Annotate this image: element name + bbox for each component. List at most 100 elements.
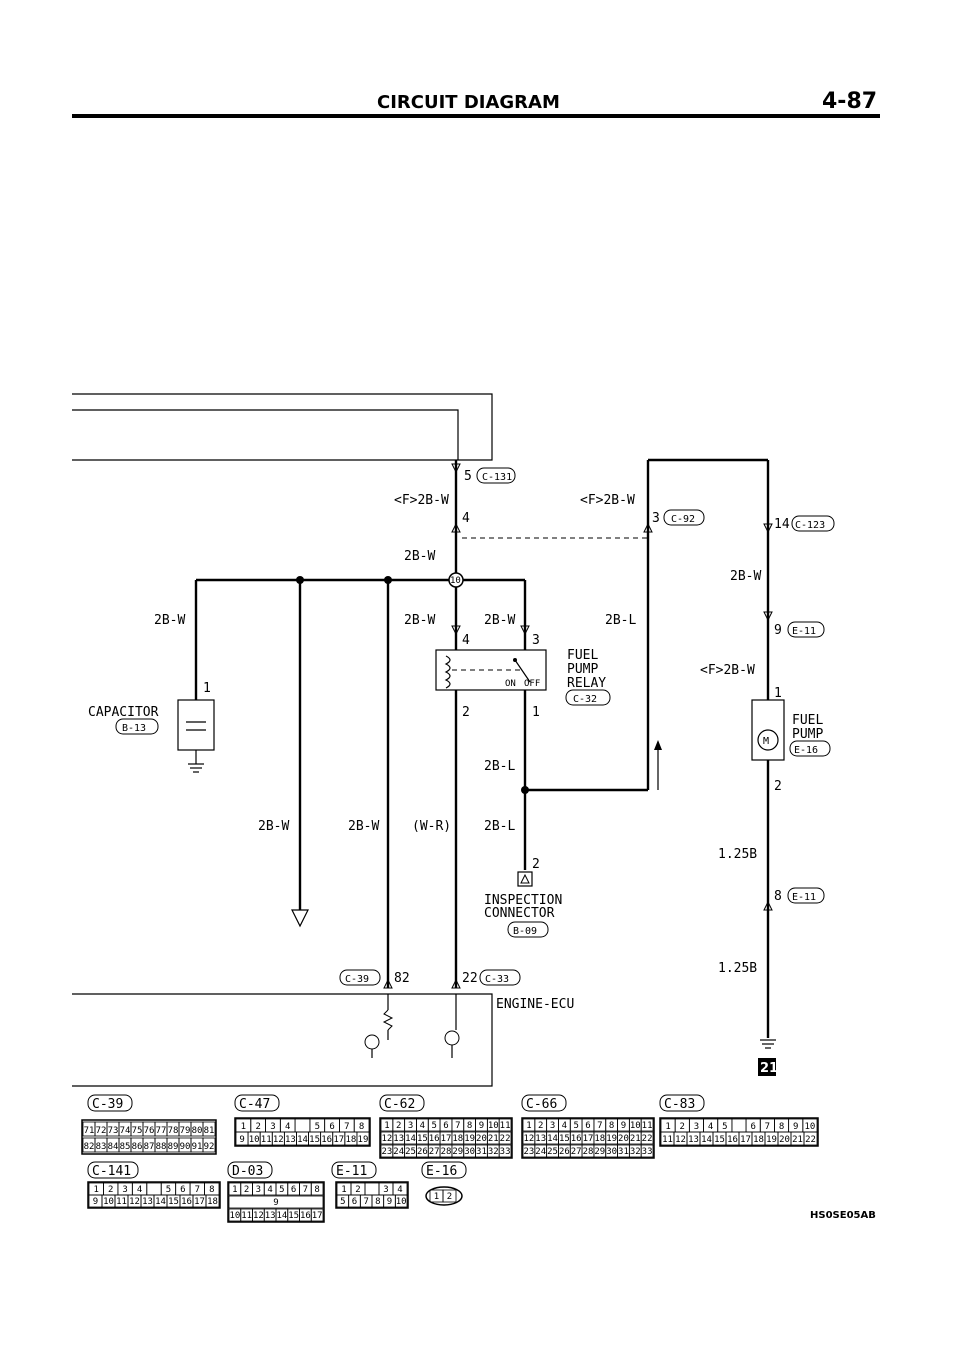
svg-text:10: 10	[450, 576, 461, 586]
connector-pin-label: 26	[417, 1147, 428, 1157]
connector-pin-label: 1	[94, 1185, 99, 1195]
connector-pin-label: 13	[142, 1197, 153, 1207]
fuel-pump: M 1 FUEL PUMP E-16 2	[751, 686, 831, 794]
connector-pin-label: 18	[345, 1135, 356, 1145]
svg-text:C-62: C-62	[384, 1097, 415, 1112]
connector-pin-label: 88	[156, 1142, 167, 1152]
engine-ecu: C-39 82 22 C-33 ENGINE-ECU	[72, 969, 574, 1087]
connector-pin-label: 77	[156, 1126, 167, 1136]
connector-pin-cell	[803, 1131, 818, 1146]
svg-text:14: 14	[774, 517, 790, 532]
connector-pin-label: 8	[209, 1185, 214, 1195]
connector-pin-label: 18	[207, 1197, 218, 1207]
connector-pin-label: 4	[137, 1185, 142, 1195]
connector-pin-label: 8	[314, 1185, 319, 1195]
connector-pin-label: 92	[204, 1142, 215, 1152]
connector-pin-label: 14	[701, 1135, 712, 1145]
connector-pin-label: 74	[120, 1126, 131, 1136]
connector-pin-label: 7	[195, 1185, 200, 1195]
svg-text:2B-W: 2B-W	[404, 549, 435, 564]
connector-pin-label: 15	[714, 1135, 725, 1145]
wiring	[194, 458, 770, 1038]
connector-pin-label: 13	[265, 1211, 276, 1221]
svg-text:2: 2	[462, 705, 470, 720]
svg-text:C-47: C-47	[239, 1097, 270, 1112]
connector-pin-label: 80	[192, 1126, 203, 1136]
connector-pin-label: 12	[129, 1197, 140, 1207]
connector-pin-cell	[310, 1182, 324, 1196]
connector-pin-label: 19	[606, 1134, 617, 1144]
svg-text:ON: ON	[505, 679, 516, 689]
connector-pin-label: 28	[441, 1147, 452, 1157]
connector-pin-label: 9	[387, 1197, 392, 1207]
connector-pin-label: 15	[559, 1134, 570, 1144]
inspection-connector: 2 INSPECTION CONNECTOR B-09	[484, 857, 562, 938]
connector-pin-label: 5	[573, 1121, 578, 1131]
svg-text:8: 8	[774, 889, 782, 904]
svg-text:CONNECTOR: CONNECTOR	[484, 906, 555, 921]
connector-pin-label: 3	[694, 1122, 699, 1132]
svg-text:C-66: C-66	[526, 1097, 557, 1112]
connector-pin-label: 33	[642, 1147, 653, 1157]
connector-pin-cell	[442, 1189, 457, 1203]
svg-text:B-09: B-09	[513, 926, 537, 937]
connector-pin-label: 5	[722, 1122, 727, 1132]
connector-pin-label: 32	[630, 1147, 641, 1157]
connector-pin-label: 16	[571, 1134, 582, 1144]
connector-pin-label: 7	[303, 1185, 308, 1195]
connector-pin-label: 14	[547, 1134, 558, 1144]
connector-pin-label: 5	[431, 1121, 436, 1131]
svg-text:2B-W: 2B-W	[484, 613, 515, 628]
ground-21: 21	[758, 1039, 778, 1076]
svg-text:M: M	[763, 736, 769, 747]
fuel-pump-relay: ON OFF FUEL PUMP RELAY C-32 2 1	[435, 648, 611, 720]
connector-pin-label: 2	[355, 1185, 360, 1195]
connector-pin-label: 14	[155, 1197, 166, 1207]
connector-pin-label: 1	[384, 1121, 389, 1131]
connector-pin-label: 10	[804, 1122, 815, 1132]
connector-pin-label: 9	[793, 1122, 798, 1132]
connector-pin-label: 4	[708, 1122, 713, 1132]
connector-labels-mid: 2B-W 2B-W 2B-W 2B-L 4 3 9 E-11 <F>2B-W	[154, 613, 825, 678]
svg-text:E-11: E-11	[792, 626, 816, 637]
connector-pin-label: 6	[443, 1121, 448, 1131]
connector-pin-label: 7	[765, 1122, 770, 1132]
connector-pin-label: 16	[727, 1135, 738, 1145]
connector-pin-label: 7	[597, 1121, 602, 1131]
connector-pin-label: 27	[571, 1147, 582, 1157]
page-header: CIRCUIT DIAGRAM 4-87	[72, 89, 880, 118]
connector-pin-label: 19	[358, 1135, 369, 1145]
connector-pin-label: 6	[329, 1122, 334, 1132]
connector-pin-cell	[202, 1137, 216, 1153]
connector-pin-cell	[310, 1208, 324, 1222]
svg-text:21: 21	[760, 1061, 778, 1076]
svg-text:D-03: D-03	[232, 1164, 263, 1179]
connector-pin-label: 12	[675, 1135, 686, 1145]
connector-pin-label: 19	[464, 1134, 475, 1144]
connector-pin-label: 86	[132, 1142, 143, 1152]
connector-pin-cell	[498, 1144, 512, 1158]
connector-pin-cell	[498, 1118, 512, 1132]
svg-text:ENGINE-ECU: ENGINE-ECU	[496, 997, 574, 1012]
connector-pin-label: 8	[375, 1197, 380, 1207]
connector-pin-label: 20	[779, 1135, 790, 1145]
connector-pin-label: 33	[500, 1147, 511, 1157]
connector-pin-label: 9	[239, 1135, 244, 1145]
connector-pin-label: 4	[267, 1185, 272, 1195]
connector-pin-label: 5	[279, 1185, 284, 1195]
connector-pin-label: 25	[547, 1147, 558, 1157]
connector-pin-label: 8	[467, 1121, 472, 1131]
connector-pin-label: 22	[642, 1134, 653, 1144]
connector-pin-label: 1	[526, 1121, 531, 1131]
connector-pin-label: 9	[273, 1198, 278, 1208]
connector-pin-label: 2	[447, 1192, 452, 1202]
svg-text:OFF: OFF	[524, 679, 540, 689]
connector-pin-label: 10	[229, 1211, 240, 1221]
connector-pin-label: 1	[241, 1122, 246, 1132]
